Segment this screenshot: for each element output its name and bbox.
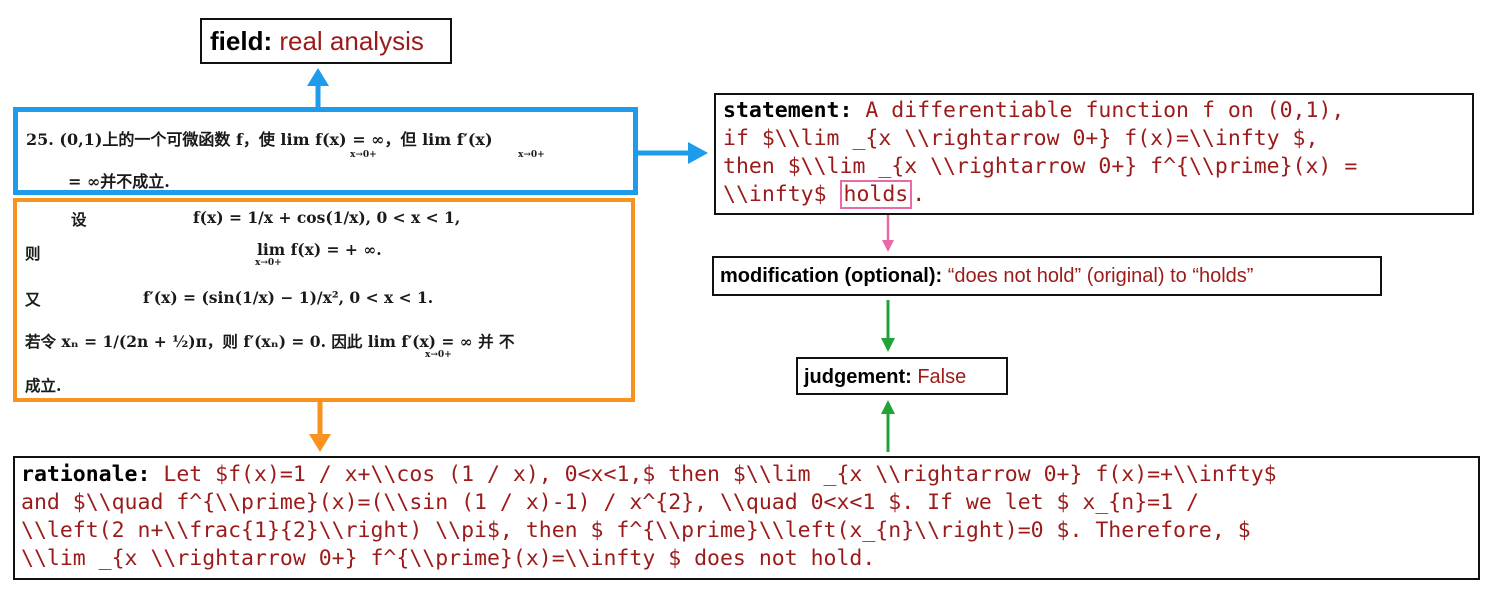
solution-l2-prefix: 则 bbox=[25, 244, 41, 263]
judgement-value: False bbox=[911, 366, 967, 388]
rationale-line-4: \\lim _{x \\rightarrow 0+} f^{\\prime}(x… bbox=[21, 546, 876, 571]
arrow-problem-to-statement bbox=[638, 142, 708, 164]
statement-line-2: if $\\lim _{x \\rightarrow 0+} f(x)=\\in… bbox=[723, 126, 1319, 151]
solution-l1-formula: f(x) = 1/x + cos(1/x), 0 < x < 1, bbox=[193, 208, 461, 227]
rationale-text-1: Let $f(x)=1 / x+\\cos (1 / x), 0<x<1,$ t… bbox=[150, 462, 1277, 487]
field-value: real analysis bbox=[279, 26, 424, 56]
rationale-label: rationale: bbox=[21, 462, 151, 487]
arrow-modification-to-judgement bbox=[881, 300, 895, 352]
rationale-box: rationale: Let $f(x)=1 / x+\\cos (1 / x)… bbox=[13, 456, 1480, 580]
arrow-statement-to-modification bbox=[882, 215, 894, 252]
solution-l3-prefix: 又 bbox=[25, 290, 41, 309]
statement-text-1: A differentiable function f on (0,1), bbox=[852, 98, 1345, 123]
arrow-problem-to-field bbox=[307, 68, 329, 107]
solution-l5: 成立. bbox=[25, 376, 62, 395]
rationale-line-2: and $\\quad f^{\\prime}(x)=(\\sin (1 / x… bbox=[21, 490, 1199, 515]
statement-text-4: \\infty$ bbox=[723, 182, 840, 207]
modification-label: modification (optional): bbox=[720, 265, 943, 287]
modification-box: modification (optional): “does not hold”… bbox=[712, 256, 1382, 296]
judgement-label: judgement: bbox=[804, 366, 912, 388]
problem-limit-sub-2: x→0+ bbox=[518, 150, 545, 160]
problem-line-1: 25. (0,1)上的一个可微函数 f，使 lim f(x) = ∞，但 lim… bbox=[26, 130, 493, 149]
holds-highlight: holds bbox=[839, 180, 913, 209]
solution-l1-prefix: 设 bbox=[71, 210, 87, 229]
rationale-line-1: rationale: Let $f(x)=1 / x+\\cos (1 / x)… bbox=[21, 461, 1472, 489]
problem-line-2: = ∞并不成立. bbox=[68, 172, 170, 191]
solution-scan-box: 设 f(x) = 1/x + cos(1/x), 0 < x < 1, 则 li… bbox=[13, 198, 635, 402]
problem-limit-sub-1: x→0+ bbox=[350, 150, 377, 160]
modification-value: “does not hold” (original) to “holds” bbox=[942, 265, 1254, 287]
judgement-box: judgement: False bbox=[796, 357, 1008, 395]
statement-box: statement: A differentiable function f o… bbox=[714, 93, 1474, 215]
arrow-solution-to-rationale bbox=[309, 402, 331, 452]
solution-l4: 若令 xₙ = 1/(2n + ½)π，则 f′(xₙ) = 0. 因此 lim… bbox=[25, 332, 515, 351]
solution-l2-sub: x→0+ bbox=[255, 258, 282, 268]
rationale-line-3: \\left(2 n+\\frac{1}{2}\\right) \\pi$, t… bbox=[21, 518, 1251, 543]
field-label: field: bbox=[210, 26, 273, 56]
field-box: field: real analysis bbox=[200, 18, 452, 64]
problem-scan-box: 25. (0,1)上的一个可微函数 f，使 lim f(x) = ∞，但 lim… bbox=[13, 107, 638, 195]
statement-line-4: \\infty$ holds. bbox=[723, 180, 1465, 209]
statement-line-3: then $\\lim _{x \\rightarrow 0+} f^{\\pr… bbox=[723, 154, 1358, 179]
solution-l2-formula: lim f(x) = + ∞. bbox=[257, 240, 382, 259]
solution-l4-sub: x→0+ bbox=[425, 350, 452, 360]
statement-text-4-end: . bbox=[912, 182, 926, 207]
solution-l3-formula: f′(x) = (sin(1/x) − 1)/x², 0 < x < 1. bbox=[143, 288, 434, 307]
statement-line-1: statement: A differentiable function f o… bbox=[723, 97, 1465, 125]
statement-label: statement: bbox=[723, 98, 853, 123]
arrow-rationale-to-judgement bbox=[881, 400, 895, 452]
